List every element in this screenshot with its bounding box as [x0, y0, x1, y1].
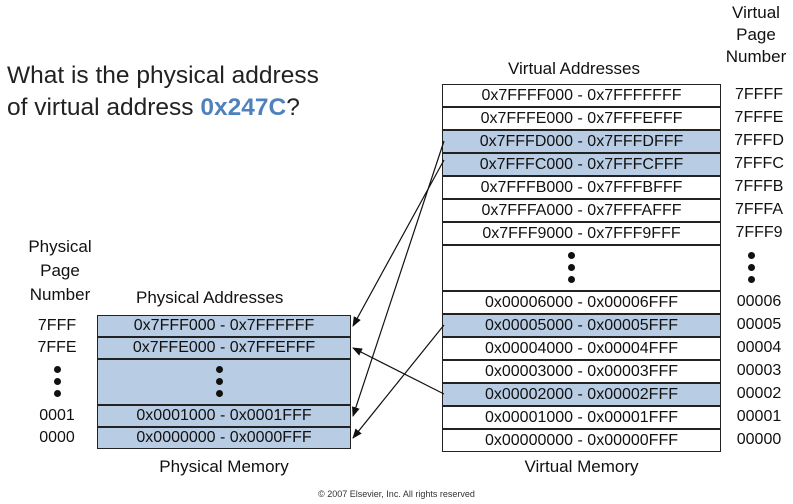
ellipsis-dot [216, 378, 223, 385]
vpn-label: 00005 [736, 316, 782, 333]
vpn-label: 00000 [736, 431, 782, 448]
virtual-row-mapped: 0x7FFFC000 - 0x7FFFCFFF [442, 153, 721, 176]
ellipsis-dot [568, 264, 575, 271]
vpn-label: 7FFFD [734, 132, 784, 149]
question-line-1: What is the physical address [7, 62, 319, 89]
ellipsis-dot [54, 378, 61, 385]
virtual-addresses-header: Virtual Addresses [508, 59, 640, 78]
vpn-label: 7FFFC [734, 155, 784, 172]
virtual-row: 0x7FFFE000 - 0x7FFFEFFF [442, 107, 721, 130]
physical-row: 0x0001000 - 0x0001FFF [97, 405, 351, 427]
virtual-row: 0x7FFF9000 - 0x7FFF9FFF [442, 222, 721, 245]
vpn-label: 7FFFA [734, 201, 783, 218]
virtual-row: 0x00006000 - 0x00006FFF [442, 291, 721, 314]
virtual-ellipsis-region [442, 245, 721, 291]
vpn-label: 00002 [736, 385, 782, 402]
ellipsis-dot [748, 264, 755, 271]
vpn-label: 00003 [736, 362, 782, 379]
physical-row: 0x0000000 - 0x0000FFF [97, 427, 351, 449]
virtual-row-mapped: 0x00002000 - 0x00002FFF [442, 383, 721, 406]
virtual-row: 0x7FFFF000 - 0x7FFFFFFF [442, 84, 721, 107]
physical-row: 0x7FFF000 - 0x7FFFFFF [97, 315, 351, 337]
virtual-row-mapped: 0x00005000 - 0x00005FFF [442, 314, 721, 337]
copyright-notice: © 2007 Elsevier, Inc. All rights reserve… [318, 489, 475, 499]
mapping-arrow [352, 159, 445, 327]
ellipsis-dot [568, 276, 575, 283]
ellipsis-dot [216, 366, 223, 373]
ellipsis-dot [54, 390, 61, 397]
virtual-row: 0x00000000 - 0x00000FFF [442, 429, 721, 452]
vpn-label: 00004 [736, 339, 782, 356]
mapping-arrow [352, 347, 445, 395]
virtual-row: 0x7FFFA000 - 0x7FFFAFFF [442, 199, 721, 222]
ellipsis-dot [748, 252, 755, 259]
physical-ellipsis-region [97, 359, 351, 405]
ppn-label: 0001 [39, 407, 75, 424]
ellipsis-dot [216, 390, 223, 397]
question-text: What is the physical address of virtual … [7, 60, 319, 124]
vpn-label: 00006 [736, 293, 782, 310]
ppn-label: 7FFE [37, 339, 77, 356]
ellipsis-dot [748, 276, 755, 283]
mapping-arrow [352, 140, 445, 417]
mapping-arrow [352, 324, 445, 439]
vpn-header: Virtual Page Number [725, 3, 787, 66]
question-line-2: of virtual address 0x247C? [7, 94, 300, 121]
physical-memory-caption: Physical Memory [159, 457, 289, 476]
virtual-row: 0x7FFFB000 - 0x7FFFBFFF [442, 176, 721, 199]
virtual-memory-caption: Virtual Memory [524, 457, 639, 476]
ellipsis-dot [568, 252, 575, 259]
virtual-row-mapped: 0x7FFFD000 - 0x7FFFDFFF [442, 130, 721, 153]
ellipsis-dot [54, 366, 61, 373]
ppn-label: 7FFF [37, 317, 77, 334]
vpn-label: 7FFF9 [735, 224, 783, 241]
virtual-row: 0x00001000 - 0x00001FFF [442, 406, 721, 429]
physical-row: 0x7FFE000 - 0x7FFEFFF [97, 337, 351, 359]
ppn-label: 0000 [39, 429, 75, 446]
vpn-label: 00001 [736, 408, 782, 425]
vpn-label: 7FFFF [735, 86, 783, 103]
vpn-label: 7FFFE [734, 109, 784, 126]
virtual-row: 0x00003000 - 0x00003FFF [442, 360, 721, 383]
ppn-header: Physical Page Number [28, 237, 92, 304]
physical-addresses-header: Physical Addresses [136, 288, 284, 307]
vpn-label: 7FFFB [734, 178, 784, 195]
virtual-row: 0x00004000 - 0x00004FFF [442, 337, 721, 360]
question-address: 0x247C [200, 94, 287, 121]
